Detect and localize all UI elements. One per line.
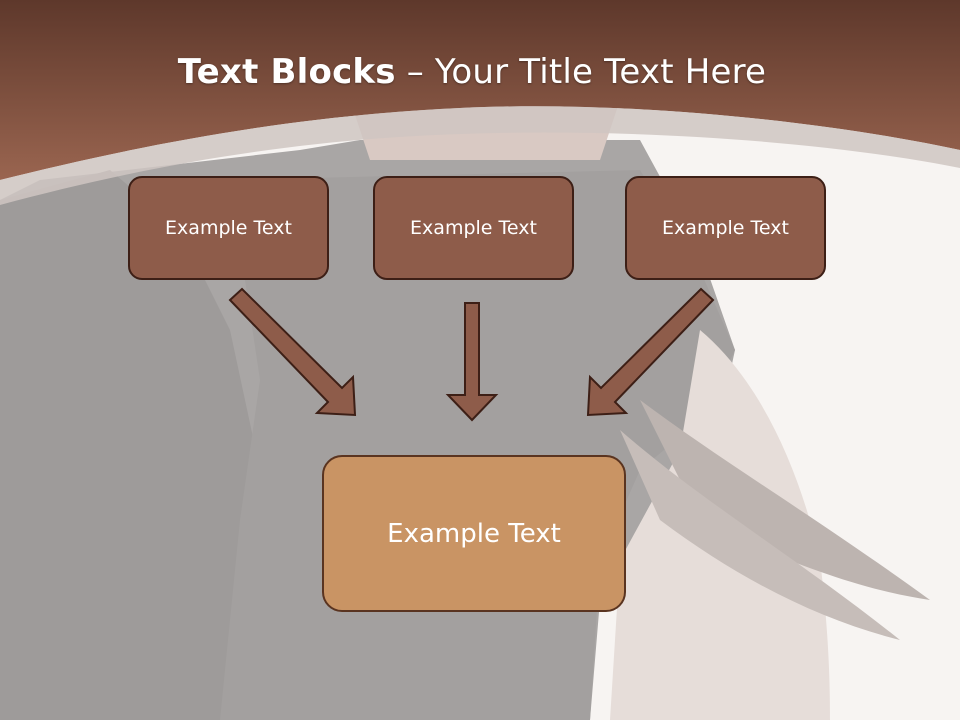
top-box-left: Example Text <box>128 176 329 280</box>
top-box-right-label: Example Text <box>662 217 789 239</box>
top-box-center: Example Text <box>373 176 574 280</box>
top-box-left-label: Example Text <box>165 217 292 239</box>
title-bold: Text Blocks <box>177 52 396 92</box>
center-box-label: Example Text <box>387 518 561 549</box>
arrow-right-to-center <box>586 287 715 417</box>
top-box-center-label: Example Text <box>410 217 537 239</box>
title-rest: Your Title Text Here <box>434 52 767 92</box>
arrow-left-to-center <box>228 287 357 417</box>
top-box-right: Example Text <box>625 176 826 280</box>
slide-title: Text Blocks – Your Title Text Here <box>0 52 944 92</box>
center-box: Example Text <box>322 455 626 612</box>
arrow-center-to-center <box>445 302 499 422</box>
title-dash: – <box>395 52 435 92</box>
